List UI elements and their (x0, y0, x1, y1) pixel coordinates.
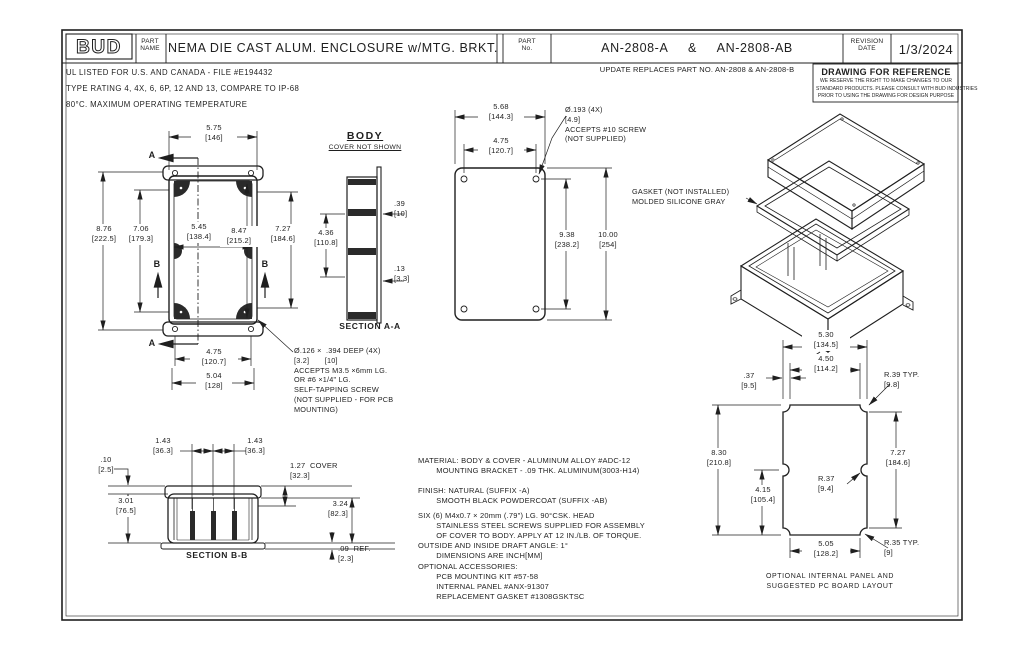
spec-screws: SIX (6) M4x0.7 × 20mm (.79") LG. 90°CSK.… (418, 511, 645, 541)
dim-body-height-bb: 3.01 [76.5] (108, 496, 144, 517)
spec-material: MATERIAL: BODY & COVER - ALUMINUM ALLOY … (418, 456, 640, 476)
radius-panel-top: R.39 TYP. [9.8] (884, 370, 920, 390)
dim-panel-height-1: 8.30 [210.8] (700, 448, 738, 469)
dim-panel-height-2: 4.15 [105.4] (744, 485, 782, 506)
dim-cover-hole-span-h: 9.38 [238.2] (548, 230, 586, 251)
dim-front-inner-width: 5.45 [138.4] (178, 222, 220, 243)
dim-cover-height: 10.00 [254] (589, 230, 627, 251)
dim-front-bottom-2: 5.04 [128] (196, 371, 232, 392)
spec-accessories: OPTIONAL ACCESSORIES: PCB MOUNTING KIT #… (418, 562, 585, 602)
revision-date-value: 1/3/2024 (898, 42, 954, 57)
dim-panel-height-3: 7.27 [184.6] (878, 448, 918, 469)
radius-panel-side: R.37 [9.4] (818, 474, 835, 494)
cover-hole-callout: Ø.193 (4X) [4.9] ACCEPTS #10 SCREW (NOT … (565, 105, 647, 144)
dim-total-height-bb: 3.24 [82.3] (328, 499, 348, 519)
dim-front-width: 5.75 [146] (191, 123, 237, 144)
panel-caption: OPTIONAL INTERNAL PANEL AND SUGGESTED PC… (765, 573, 895, 590)
section-marker-b-left: B (153, 259, 161, 269)
dim-front-height-3: 8.47 [215.2] (220, 226, 258, 247)
dim-front-height-4: 7.27 [184.6] (264, 224, 302, 245)
dim-panel-width-2: 4.50 [114.2] (802, 354, 850, 375)
dim-cover-hole-span-w: 4.75 [120.7] (478, 136, 524, 157)
section-aa-subtitle: COVER NOT SHOWN (328, 144, 402, 151)
gasket-note: GASKET (NOT INSTALLED) MOLDED SILICONE G… (632, 187, 730, 206)
part-no-value: AN-2808-A & AN-2808-AB (601, 41, 793, 55)
revision-date-label: REVISION DATE (850, 38, 884, 53)
dim-rib-right: 1.43 [36.3] (245, 436, 265, 456)
reference-note-heading: DRAWING FOR REFERENCE (821, 67, 951, 77)
radius-panel-bottom: R.35 TYP. [9] (884, 538, 920, 558)
dim-panel-width-3: 5.05 [128.2] (802, 539, 850, 560)
section-marker-a-bottom: A (148, 338, 156, 348)
note-max-temp: 80°C. MAXIMUM OPERATING TEMPERATURE (66, 100, 248, 109)
spec-draft-angle: OUTSIDE AND INSIDE DRAFT ANGLE: 1° DIMEN… (418, 541, 569, 561)
dim-cover-width: 5.68 [144.3] (478, 102, 524, 123)
dim-front-height-overall: 8.76 [222.5] (85, 224, 123, 245)
update-note: UPDATE REPLACES PART NO. AN-2808 & AN-28… (599, 65, 795, 74)
dim-flange-depth: .39 [10] (394, 199, 408, 219)
note-ul-listing: UL LISTED FOR U.S. AND CANADA - FILE #E1… (66, 68, 273, 77)
part-name-title: NEMA DIE CAST ALUM. ENCLOSURE w/MTG. BRK… (168, 41, 498, 55)
dim-section-inner: 4.36 [110.8] (306, 228, 346, 249)
bud-logo: BUD (76, 37, 122, 58)
section-bb-label: SECTION B-B (186, 550, 248, 560)
note-type-rating: TYPE RATING 4, 4X, 6, 6P, 12 AND 13, COM… (66, 84, 300, 93)
part-no-label: PART No. (518, 38, 536, 53)
dim-wall-thickness: .13 [3.3] (394, 264, 410, 284)
reference-note-body: WE RESERVE THE RIGHT TO MAKE CHANGES TO … (816, 78, 978, 99)
dim-front-height-2: 7.06 [179.3] (122, 224, 160, 245)
dim-front-bottom-1: 4.75 [120.7] (190, 347, 238, 368)
dim-bracket-thk: .09 REF. [2.3] (338, 544, 371, 564)
section-marker-a-top: A (148, 150, 156, 160)
section-marker-b-right: B (261, 259, 269, 269)
spec-finish: FINISH: NATURAL (SUFFIX -A) SMOOTH BLACK… (418, 486, 608, 506)
section-aa-title: BODY (346, 130, 384, 142)
dim-cover-height-bb: 1.27 COVER [32.3] (290, 461, 338, 481)
dim-panel-offset: .37 [9.5] (741, 371, 757, 391)
dim-panel-width-1: 5.30 [134.5] (802, 330, 850, 351)
section-aa-label: SECTION A-A (339, 321, 401, 331)
dim-rib-left: 1.43 [36.3] (153, 436, 173, 456)
part-name-label: PART NAME (140, 38, 160, 53)
pcb-screw-callout: Ø.126 × .394 DEEP (4X) [3.2] [10] ACCEPT… (294, 346, 394, 414)
dim-lip: .10 [2.5] (98, 455, 114, 475)
